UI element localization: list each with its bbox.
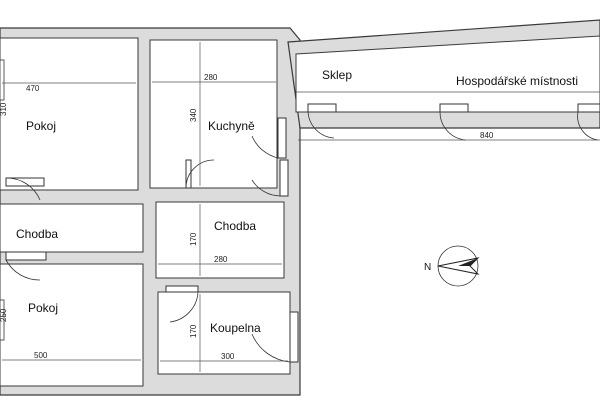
label-pokoj-bottom: Pokoj xyxy=(28,301,58,315)
room-pokoj-top xyxy=(0,37,139,191)
dim-pokoj-top-width: 470 xyxy=(26,84,40,93)
label-hospodarske: Hospodářské místnosti xyxy=(456,74,578,88)
room-pokoj-bottom xyxy=(0,263,144,387)
label-sklep: Sklep xyxy=(322,68,352,82)
door-koupelna xyxy=(165,285,199,323)
door-sklep-1 xyxy=(307,103,337,139)
dim-koupelna-height: 170 xyxy=(189,324,198,338)
door-chodba-right xyxy=(251,159,289,197)
dim-chodba-mid-height: 170 xyxy=(189,232,198,246)
room-chodba-mid xyxy=(155,201,285,279)
label-pokoj-top: Pokoj xyxy=(26,119,56,133)
dim-chodba-mid-width: 280 xyxy=(214,255,228,264)
door-kuchyne xyxy=(185,159,215,189)
room-sklep xyxy=(295,35,600,113)
compass-north-letter: N xyxy=(424,262,431,273)
room-chodba-left xyxy=(0,203,144,253)
room-kuchyne xyxy=(149,39,278,189)
compass-needle-fill xyxy=(458,258,478,266)
label-kuchyne: Kuchyně xyxy=(208,119,255,133)
dim-pokoj-bottom-height: 250 xyxy=(0,308,8,322)
door-sklep-2 xyxy=(439,103,469,141)
door-pokoj-bottom xyxy=(5,251,47,281)
compass: N xyxy=(424,245,480,287)
door-pokoj-top xyxy=(5,177,45,201)
door-sklep-3 xyxy=(577,103,600,141)
dim-koupelna-width: 300 xyxy=(221,352,235,361)
dim-sklep-width: 840 xyxy=(480,131,494,140)
dim-kuchyne-width: 280 xyxy=(204,73,218,82)
label-chodba-mid: Chodba xyxy=(214,219,256,233)
window-left-2 xyxy=(0,299,5,341)
window-left-1 xyxy=(0,59,5,101)
label-koupelna: Koupelna xyxy=(210,321,261,335)
dim-kuchyne-height: 340 xyxy=(189,108,198,122)
dim-pokoj-bottom-width: 500 xyxy=(34,351,48,360)
dim-pokoj-top-height: 310 xyxy=(0,102,8,116)
door-kitchen-right xyxy=(251,117,287,159)
label-chodba-left: Chodba xyxy=(16,227,58,241)
room-koupelna xyxy=(157,291,291,375)
